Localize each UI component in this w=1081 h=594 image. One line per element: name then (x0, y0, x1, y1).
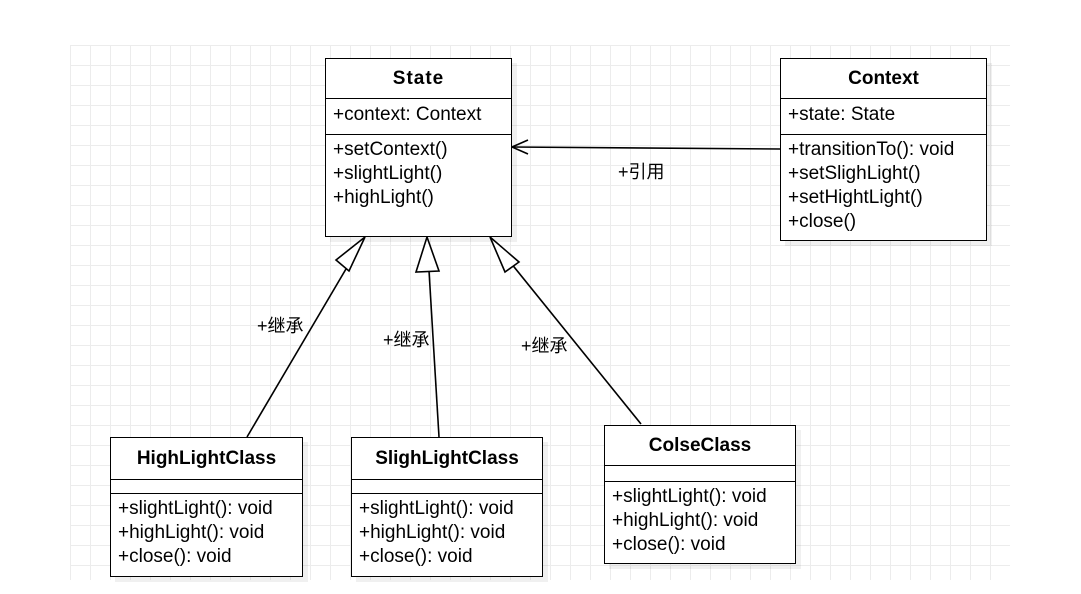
attribute-line: +state: State (788, 104, 896, 125)
class-highlight[interactable]: HighLightClass +slightLight(): void +hig… (110, 437, 303, 577)
operation-line: +highLight(): void (359, 522, 506, 543)
operation-line: +highLight() (333, 187, 434, 208)
class-operations: +slightLight(): void +highLight(): void … (605, 482, 795, 557)
class-name: ColseClass (605, 426, 795, 466)
class-attributes (605, 466, 795, 482)
class-name: State (326, 59, 511, 99)
operation-line: +close() (788, 211, 857, 232)
inherit-highlight-label: +继承 (257, 316, 304, 336)
inherit-slighlight-label: +继承 (383, 330, 430, 350)
class-operations: +slightLight(): void +highLight(): void … (352, 494, 542, 569)
class-attributes: +state: State (781, 99, 986, 135)
operation-line: +transitionTo(): void (788, 139, 955, 160)
class-operations: +slightLight(): void +highLight(): void … (111, 494, 302, 569)
class-name: SlighLightClass (352, 438, 542, 480)
class-context[interactable]: Context +state: State +transitionTo(): v… (780, 58, 987, 241)
inherit-highlight-line[interactable] (246, 251, 357, 438)
class-name: HighLightClass (111, 438, 302, 480)
operation-line: +setSlighLight() (788, 163, 921, 184)
inherit-highlight-arrowhead (334, 236, 366, 273)
inherit-colse-line[interactable] (501, 251, 642, 425)
class-operations: +setContext() +slightLight() +highLight(… (326, 135, 511, 210)
reference-arrowhead (510, 139, 529, 155)
operation-line: +close(): void (612, 534, 726, 555)
operation-line: +slightLight(): void (359, 498, 514, 519)
reference-line[interactable] (511, 146, 781, 150)
operation-line: +highLight(): void (612, 510, 759, 531)
operation-line: +close(): void (359, 546, 473, 567)
operation-line: +slightLight() (333, 163, 443, 184)
class-slighlight[interactable]: SlighLightClass +slightLight(): void +hi… (351, 437, 543, 577)
operation-line: +highLight(): void (118, 522, 265, 543)
operation-line: +setHightLight() (788, 187, 923, 208)
operation-line: +setContext() (333, 139, 448, 160)
class-attributes: +context: Context (326, 99, 511, 135)
inherit-colse-label: +继承 (521, 336, 568, 356)
class-state[interactable]: State +context: Context +setContext() +s… (325, 58, 512, 237)
class-name: Context (781, 59, 986, 99)
inherit-slighlight-arrowhead (414, 234, 441, 273)
inherit-colse-arrowhead (489, 236, 521, 274)
operation-line: +slightLight(): void (612, 486, 767, 507)
attribute-line: +context: Context (333, 104, 482, 125)
operation-line: +slightLight(): void (118, 498, 273, 519)
inherit-slighlight-line[interactable] (427, 253, 440, 438)
reference-label: +引用 (618, 162, 665, 182)
operation-line: +close(): void (118, 546, 232, 567)
class-colse[interactable]: ColseClass +slightLight(): void +highLig… (604, 425, 796, 564)
class-attributes (111, 480, 302, 494)
class-attributes (352, 480, 542, 494)
class-operations: +transitionTo(): void +setSlighLight() +… (781, 135, 986, 234)
